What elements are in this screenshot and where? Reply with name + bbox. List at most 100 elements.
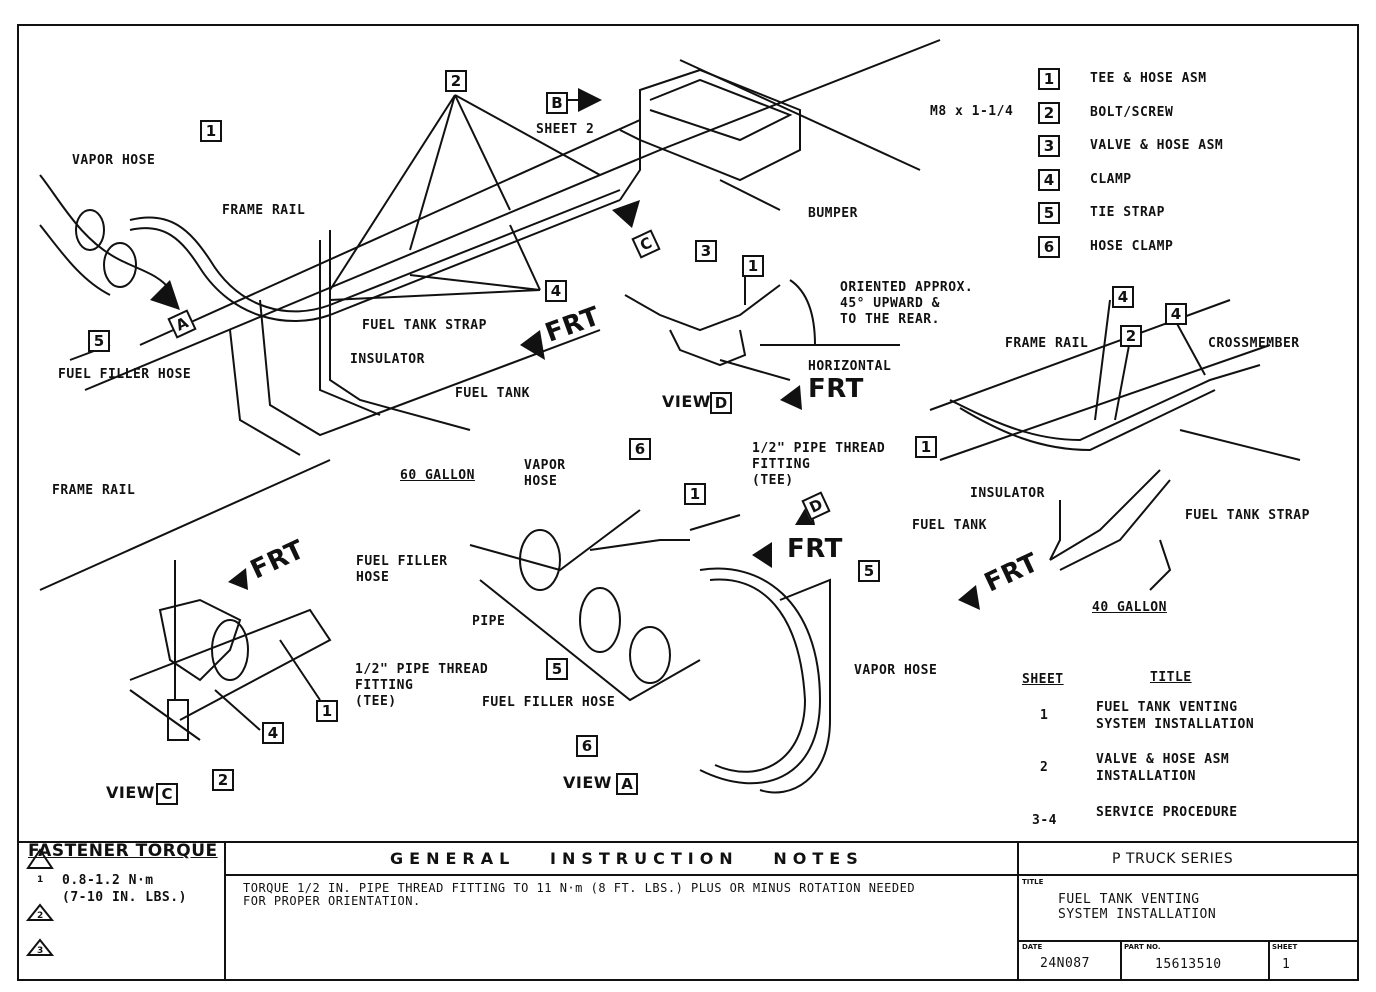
horizontal-label: HORIZONTAL (808, 359, 892, 374)
hose-label: HOSE (524, 474, 558, 489)
legend-number-box: 1 (1038, 68, 1060, 90)
fuel-filler-hose-label: FUEL FILLER HOSE (58, 367, 192, 382)
insulator-label: INSULATOR (350, 352, 425, 367)
legend-label: CLAMP (1090, 171, 1132, 187)
frt-label-2: FRT (808, 374, 864, 404)
frame-rail-right-label: FRAME RAIL (1005, 336, 1089, 351)
part-callout-box: 1 (200, 120, 222, 142)
legend-label: VALVE & HOSE ASM (1090, 138, 1224, 153)
part-callout-box: 4 (545, 280, 567, 302)
sheet-table-sheet: 3-4 (1032, 813, 1057, 828)
fitting-bottom-label: FITTING (355, 678, 414, 693)
forty-gallon-label: 40 GALLON (1092, 600, 1167, 615)
callout-b-box: B (546, 92, 568, 114)
series-label: P TRUCK SERIES (1112, 851, 1234, 867)
title-col-header: TITLE (1150, 670, 1192, 685)
part-callout-box: 2 (1120, 325, 1142, 347)
part-callout-box: 2 (445, 70, 467, 92)
title-field-label: TITLE (1022, 878, 1044, 886)
fuel-tank-strap-right-label: FUEL TANK STRAP (1185, 508, 1310, 523)
sheet-table-title1: VALVE & HOSE ASM (1096, 752, 1230, 767)
torque-value-1b: (7-10 IN. LBS.) (62, 890, 187, 905)
oriented-label-3: TO THE REAR. (840, 312, 940, 327)
insulator-right-label: INSULATOR (970, 486, 1045, 501)
sheet-table-title2: INSTALLATION (1096, 769, 1196, 784)
part-callout-box: 1 (316, 700, 338, 722)
note-line-1: TORQUE 1/2 IN. PIPE THREAD FITTING TO 11… (243, 881, 916, 895)
pipe-label: PIPE (472, 614, 506, 629)
title-line-2: SYSTEM INSTALLATION (1058, 907, 1217, 922)
tee-bottom-label: (TEE) (355, 694, 397, 709)
legend-label: BOLT/SCREW (1090, 104, 1174, 120)
part-callout-box: 1 (742, 255, 764, 277)
frame-rail-label: FRAME RAIL (222, 203, 306, 218)
crossmember-label: CROSSMEMBER (1208, 336, 1300, 351)
view-d-box: D (710, 392, 732, 414)
frame-rail-c-label: FRAME RAIL (52, 483, 136, 498)
vapor-hose-a-label: VAPOR HOSE (854, 663, 938, 678)
part-callout-box: 4 (262, 722, 284, 744)
note-line-2: FOR PROPER ORIENTATION. (243, 894, 421, 908)
fastener-torque-heading: FASTENER TORQUE (28, 841, 218, 861)
date-value: 24N087 (1040, 956, 1090, 971)
oriented-label-2: 45° UPWARD & (840, 296, 940, 311)
part-value: 15613510 (1155, 957, 1222, 972)
view-c-box: C (156, 783, 178, 805)
legend-label: TIE STRAP (1090, 205, 1165, 220)
sheet-table-sheet: 2 (1040, 760, 1049, 775)
fuel-tank-right-label: FUEL TANK (912, 518, 987, 533)
sheet-2-label: SHEET 2 (536, 122, 595, 137)
part-callout-box: 5 (858, 560, 880, 582)
vapor-hose-label: VAPOR HOSE (72, 153, 156, 168)
torque-value-1: 0.8-1.2 N·m (62, 873, 154, 888)
title-line-1: FUEL TANK VENTING (1058, 892, 1200, 907)
legend-number-box: 5 (1038, 202, 1060, 224)
part-field-label: PART NO. (1124, 943, 1161, 951)
fuel-filler-label: FUEL FILLER (356, 554, 448, 569)
legend-label: HOSE CLAMP (1090, 238, 1174, 254)
vapor-label: VAPOR (524, 458, 566, 473)
fuel-tank-label: FUEL TANK (455, 386, 530, 401)
sixty-gallon-label: 60 GALLON (400, 468, 475, 483)
oriented-label-1: ORIENTED APPROX. (840, 280, 974, 295)
view-a-label: VIEW (563, 773, 612, 792)
part-callout-box: 6 (629, 438, 651, 460)
date-field-label: DATE (1022, 943, 1043, 951)
tee-top-label: (TEE) (752, 473, 794, 488)
sheet-table-sheet: 1 (1040, 708, 1049, 723)
sheet-table-title1: FUEL TANK VENTING (1096, 700, 1238, 715)
fuel-filler-hose-a-label: FUEL FILLER HOSE (482, 695, 616, 710)
legend-number-box: 4 (1038, 168, 1060, 191)
part-callout-box: 6 (576, 735, 598, 757)
part-callout-box: 3 (695, 240, 717, 262)
legend-number-box: 3 (1038, 135, 1060, 157)
general-notes-heading: GENERAL INSTRUCTION NOTES (390, 849, 864, 868)
fitting-top-label: FITTING (752, 457, 811, 472)
sheet-value: 1 (1282, 957, 1291, 972)
sheet-field-label: SHEET (1272, 943, 1298, 951)
sheet-table-title2: SYSTEM INSTALLATION (1096, 717, 1255, 732)
pipe-thread-top-label: 1/2" PIPE THREAD (752, 441, 886, 456)
bolt-size-label: M8 x 1-1/4 (930, 104, 1014, 119)
part-callout-box: 2 (212, 769, 234, 791)
view-a-box: A (616, 773, 638, 795)
part-callout-box: 5 (546, 658, 568, 680)
part-callout-box: 1 (915, 436, 937, 458)
legend-label: TEE & HOSE ASM (1090, 71, 1207, 86)
part-callout-box: 4 (1165, 303, 1187, 325)
frt-label-3: FRT (787, 534, 843, 564)
fuel-tank-strap-label: FUEL TANK STRAP (362, 318, 487, 333)
part-callout-box: 1 (684, 483, 706, 505)
legend-number-box: 6 (1038, 235, 1060, 258)
legend-number-box: 2 (1038, 101, 1060, 124)
view-c-label: VIEW (106, 783, 155, 802)
sheet-col-header: SHEET (1022, 672, 1064, 687)
bumper-label: BUMPER (808, 206, 858, 221)
sheet-table-title1: SERVICE PROCEDURE (1096, 805, 1238, 820)
part-callout-box: 4 (1112, 286, 1134, 308)
view-d-label: VIEW (662, 392, 711, 411)
hose-label-2: HOSE (356, 570, 390, 585)
part-callout-box: 5 (88, 330, 110, 352)
